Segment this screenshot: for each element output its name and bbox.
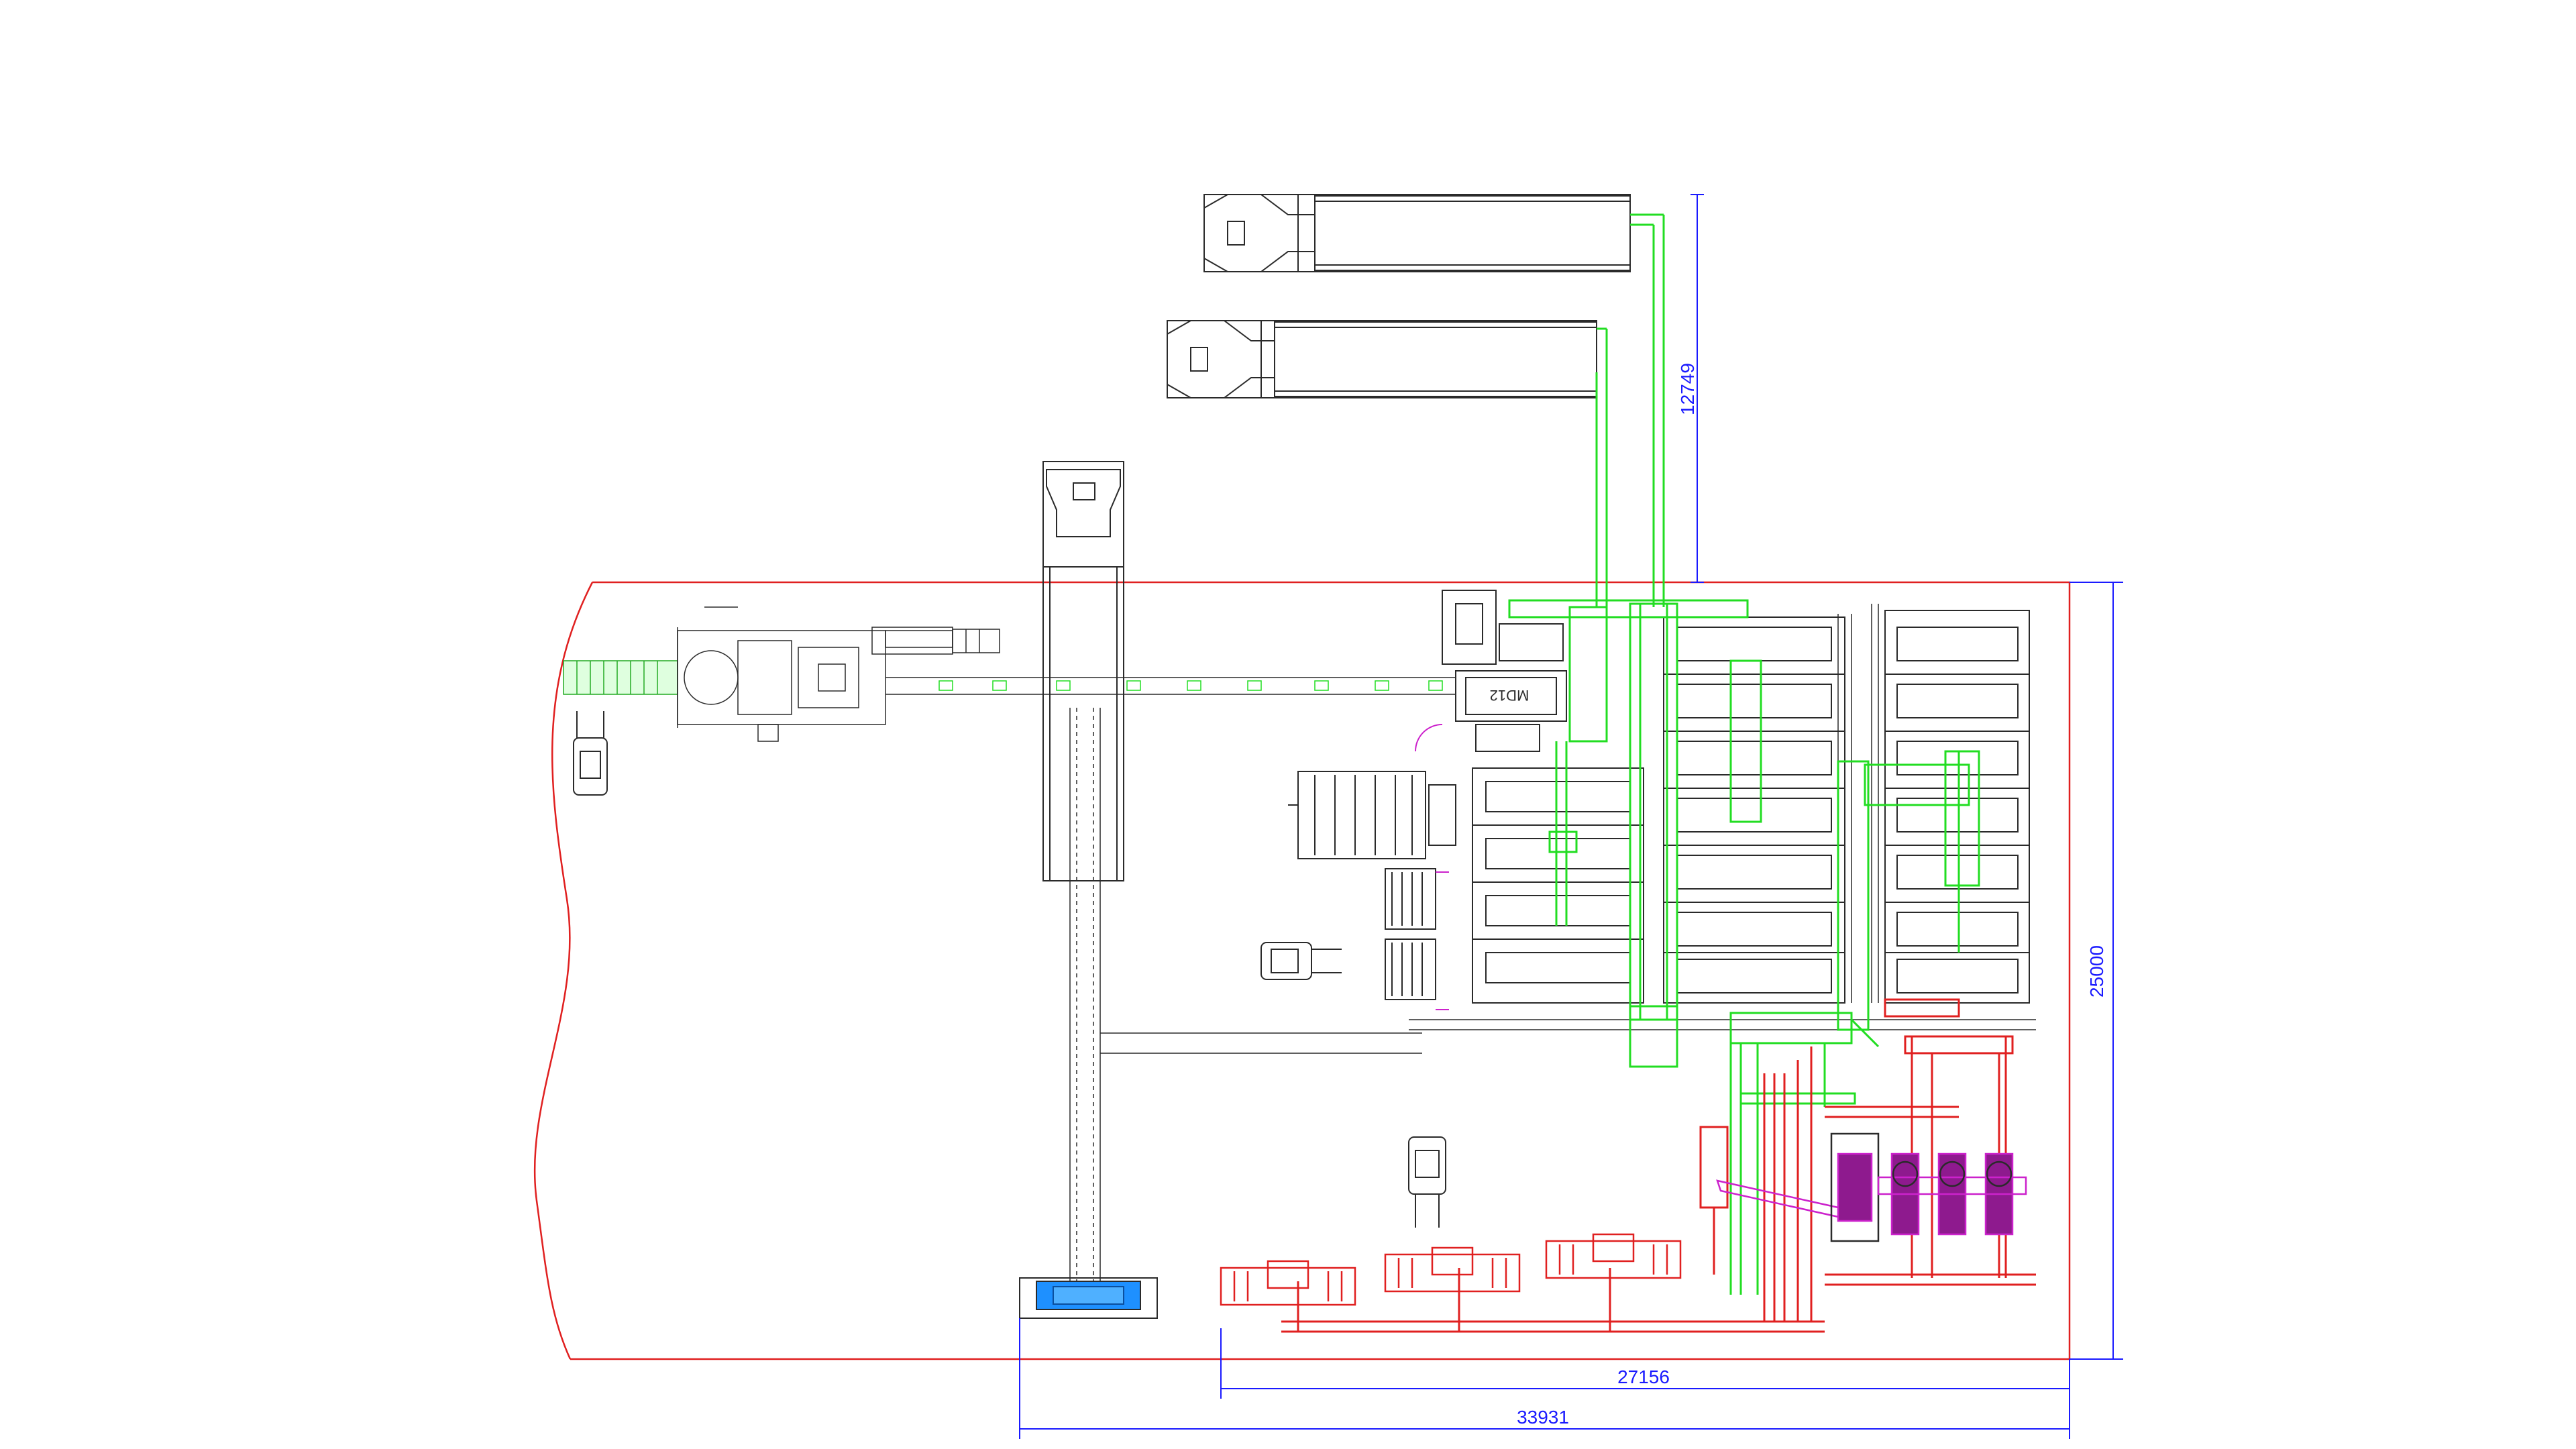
truck-middle bbox=[1167, 320, 1597, 398]
truck-vertical bbox=[1042, 461, 1124, 881]
machine-label: MD12 bbox=[1490, 687, 1529, 704]
dimension-lines bbox=[1019, 194, 2123, 1439]
md12-machine: MD12 bbox=[1415, 590, 1567, 752]
rack-grid-left bbox=[1472, 767, 1644, 1004]
site-boundary bbox=[533, 581, 2071, 1360]
magenta-palletizers bbox=[1716, 1132, 2027, 1242]
rack-grid-right bbox=[1884, 610, 2030, 1004]
blue-palletizer bbox=[1019, 1277, 1158, 1319]
forklift-left bbox=[573, 711, 608, 796]
vertical-conveyor bbox=[1069, 708, 1422, 1281]
main-transfer-line bbox=[885, 677, 1456, 695]
dimension-vertical-top: 12749 bbox=[1677, 363, 1698, 415]
forklift-bottom bbox=[1408, 1136, 1446, 1228]
forklift-middle bbox=[1260, 942, 1342, 980]
dimension-horizontal-outer: 33931 bbox=[1517, 1407, 1569, 1428]
stacker-machine bbox=[1288, 771, 1456, 859]
robot-cells-bottom bbox=[1220, 1233, 1682, 1306]
green-conveyors bbox=[1508, 213, 1980, 1295]
pallet-stacks bbox=[1385, 868, 1449, 1010]
dimension-vertical-right: 25000 bbox=[2086, 945, 2107, 998]
infeed-conveyor-left bbox=[563, 606, 1000, 742]
truck-top bbox=[1203, 194, 1631, 272]
dimension-horizontal-inner: 27156 bbox=[1617, 1366, 1670, 1387]
